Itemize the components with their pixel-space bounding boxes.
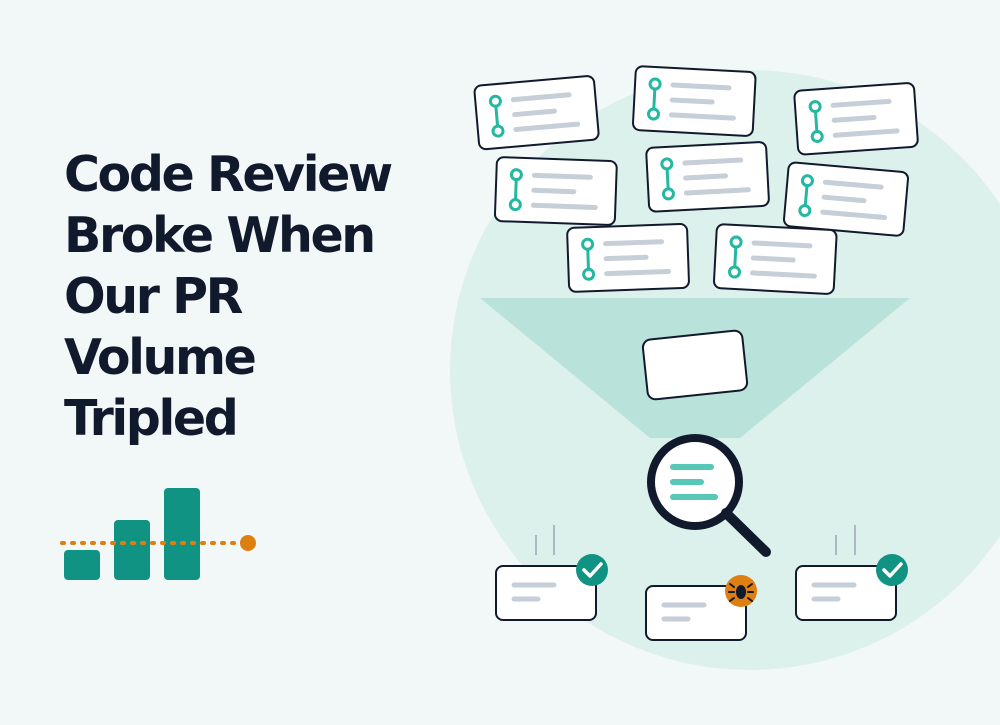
growth-bar-icon xyxy=(60,488,256,580)
review-output-left xyxy=(496,525,608,620)
title-line-2: Broke When xyxy=(64,207,376,264)
tall-bar-icon xyxy=(164,488,200,580)
review-output-right xyxy=(796,525,908,620)
check-badge-icon xyxy=(876,554,908,586)
pr-card-6 xyxy=(783,162,908,236)
title-line-5: Tripled xyxy=(64,390,239,447)
title-line-4: Volume xyxy=(64,329,257,386)
pr-card-4 xyxy=(495,157,617,225)
small-bar-icon xyxy=(64,550,100,580)
threshold-dot-icon xyxy=(240,535,256,551)
pr-card-7 xyxy=(567,224,689,292)
magnifying-glass-icon xyxy=(647,434,771,557)
pr-card-5 xyxy=(646,142,769,212)
pr-card-8 xyxy=(714,224,837,294)
title-line-3: Our PR xyxy=(64,268,243,325)
funnel-pr-card xyxy=(641,329,749,401)
review-output-center xyxy=(646,575,757,640)
pr-card-2 xyxy=(633,66,756,136)
pr-card-1 xyxy=(474,76,599,150)
page-title: Code Review Broke When Our PR Volume Tri… xyxy=(64,144,444,449)
pr-card-3 xyxy=(794,83,918,155)
bug-badge-icon xyxy=(725,575,757,607)
check-badge-icon xyxy=(576,554,608,586)
medium-bar-icon xyxy=(114,520,150,580)
title-line-1: Code Review xyxy=(64,146,393,203)
